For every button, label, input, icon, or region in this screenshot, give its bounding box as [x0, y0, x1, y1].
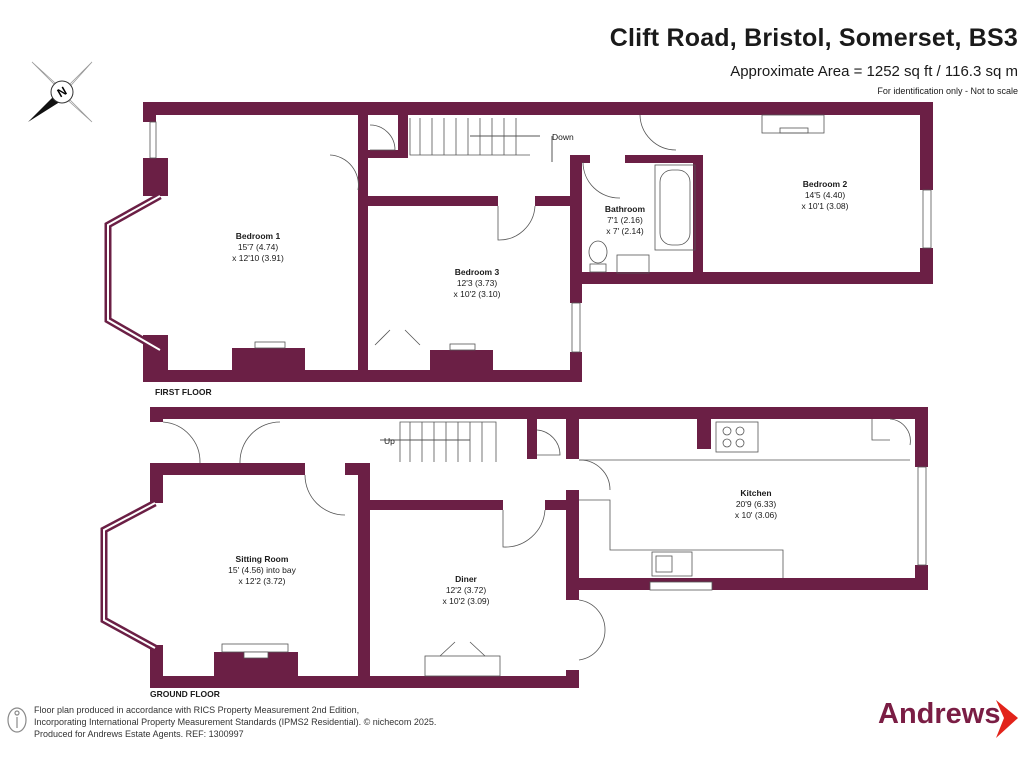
room-bedroom2-dim2: x 10'1 (3.08) [802, 201, 849, 211]
room-bathroom-dim2: x 7' (2.14) [606, 226, 644, 236]
room-bathroom-dim1: 7'1 (2.16) [607, 215, 643, 225]
footer-notes: Floor plan produced in accordance with R… [34, 704, 436, 740]
first-floor-bay-window [104, 192, 162, 354]
room-bedroom3-dim1: 12'3 (3.73) [457, 278, 498, 288]
approximate-area: Approximate Area = 1252 sq ft / 116.3 sq… [730, 63, 1018, 80]
ground-floor-label: GROUND FLOOR [150, 689, 220, 699]
room-bedroom2-name: Bedroom 2 [803, 179, 848, 189]
room-diner-dim2: x 10'2 (3.09) [443, 596, 490, 606]
room-bedroom3-name: Bedroom 3 [455, 267, 500, 277]
stairs-down-label: Down [552, 132, 574, 142]
ground-floor-fixtures [162, 418, 927, 677]
room-bedroom1-name: Bedroom 1 [236, 231, 281, 241]
room-bedroom2-dim1: 14'5 (4.40) [805, 190, 846, 200]
first-floor-room-labels: Bedroom 1 15'7 (4.74) x 12'10 (3.91) Bed… [232, 179, 849, 299]
brand-chevron-icon [996, 700, 1018, 738]
footer-line-2: Incorporating International Property Mea… [34, 717, 437, 727]
footer-line-3: Produced for Andrews Estate Agents. REF:… [34, 729, 244, 739]
first-floor-plan [143, 102, 933, 382]
property-address: Clift Road, Bristol, Somerset, BS3 [609, 24, 1018, 52]
brand-logo: Andrews [878, 698, 1001, 730]
room-sitting-dim1: 15' (4.56) into bay [228, 565, 297, 575]
compass-icon: N [28, 61, 93, 123]
room-diner-name: Diner [455, 574, 477, 584]
disclaimer: For identification only - Not to scale [877, 86, 1018, 96]
first-floor-fixtures [149, 114, 932, 353]
ground-floor-plan [150, 407, 928, 688]
room-bathroom-name: Bathroom [605, 204, 646, 214]
room-bedroom1-dim2: x 12'10 (3.91) [232, 253, 284, 263]
room-sitting-dim2: x 12'2 (3.72) [239, 576, 286, 586]
person-icon [7, 707, 27, 733]
stairs-up-label: Up [384, 436, 395, 446]
room-kitchen-name: Kitchen [740, 488, 771, 498]
room-bedroom1-dim1: 15'7 (4.74) [238, 242, 279, 252]
room-sitting-name: Sitting Room [236, 554, 289, 564]
footer-line-1: Floor plan produced in accordance with R… [34, 705, 360, 715]
room-kitchen-dim2: x 10' (3.06) [735, 510, 777, 520]
room-kitchen-dim1: 20'9 (6.33) [736, 499, 777, 509]
ground-floor-room-labels: Sitting Room 15' (4.56) into bay x 12'2 … [228, 488, 777, 606]
room-bedroom3-dim2: x 10'2 (3.10) [454, 289, 501, 299]
ground-floor-bay-window [100, 499, 157, 652]
room-diner-dim1: 12'2 (3.72) [446, 585, 487, 595]
first-floor-label: FIRST FLOOR [155, 387, 212, 397]
